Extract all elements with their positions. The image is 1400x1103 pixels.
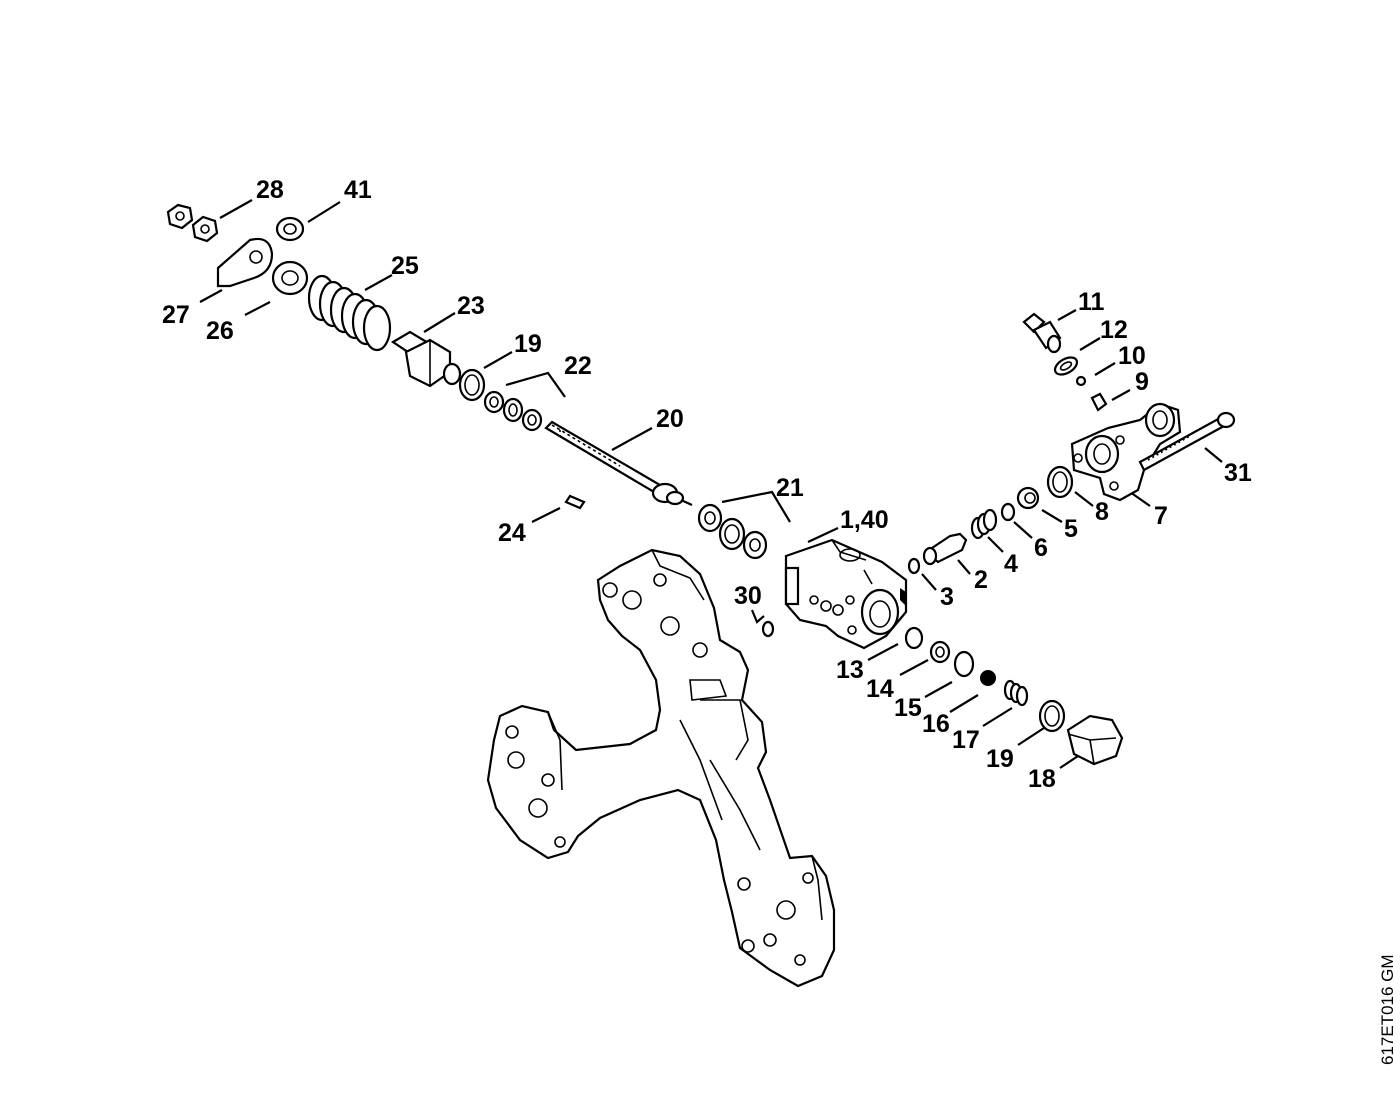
adjusting-screw-part-23 — [390, 330, 462, 388]
callout-23: 23 — [457, 292, 485, 320]
callout-3: 3 — [940, 583, 954, 611]
spring-part-25 — [307, 274, 392, 352]
callout-10: 10 — [1118, 342, 1146, 370]
callout-20: 20 — [656, 405, 684, 433]
callout-4: 4 — [1004, 550, 1018, 578]
o-ring-part-8 — [1046, 465, 1074, 499]
o-ring-part-3 — [907, 557, 921, 575]
spring-part-17 — [1003, 679, 1029, 707]
pin-part-24 — [564, 494, 586, 510]
callout-13: 13 — [836, 656, 864, 684]
washer-part-14 — [929, 640, 951, 664]
callout-21: 21 — [776, 474, 804, 502]
screw-plug-part-18 — [1066, 714, 1124, 766]
callout-2: 2 — [974, 566, 988, 594]
o-ring-part-19-upper — [458, 368, 486, 402]
callout-7: 7 — [1154, 502, 1168, 530]
callout-12: 12 — [1100, 316, 1128, 344]
leader-lines — [199, 199, 1223, 769]
o-ring-part-30 — [761, 620, 775, 638]
callout-17: 17 — [952, 726, 980, 754]
spring-part-4 — [970, 508, 998, 540]
callout-1-40: 1,40 — [840, 506, 889, 534]
plate-part-27 — [216, 237, 274, 288]
callout-14: 14 — [866, 675, 894, 703]
ball-part-16 — [980, 670, 996, 686]
piston-part-2 — [922, 532, 968, 566]
callout-27: 27 — [162, 301, 190, 329]
bolt-part-31 — [1138, 411, 1236, 472]
bracket-frame — [486, 548, 836, 988]
callout-19-lower: 19 — [986, 745, 1014, 773]
callout-24: 24 — [498, 519, 526, 547]
snap-ring-part-15 — [953, 650, 975, 678]
callout-9: 9 — [1135, 368, 1149, 396]
valve-part-5 — [1016, 486, 1040, 510]
nipple-part-11 — [1022, 312, 1062, 354]
o-ring-part-6 — [1000, 502, 1016, 522]
plug-part-9 — [1090, 392, 1108, 412]
callout-16: 16 — [922, 710, 950, 738]
callout-18: 18 — [1028, 765, 1056, 793]
housing-part-7 — [1070, 402, 1182, 502]
callout-30: 30 — [734, 582, 762, 610]
valve-body-part-1-40 — [784, 538, 908, 650]
callout-8: 8 — [1095, 498, 1109, 526]
callout-6: 6 — [1034, 534, 1048, 562]
drawing-code: 617ET016 GM — [1378, 954, 1397, 1065]
rod-part-20 — [544, 420, 693, 507]
callout-41: 41 — [344, 176, 372, 204]
washer-part-41 — [275, 216, 305, 242]
callout-11: 11 — [1078, 288, 1105, 316]
callout-22: 22 — [564, 352, 592, 380]
o-ring-part-19-lower — [1038, 699, 1066, 733]
callout-26: 26 — [206, 317, 234, 345]
callout-15: 15 — [894, 694, 922, 722]
ball-part-10 — [1075, 375, 1087, 387]
callout-labels: 28 41 25 27 26 23 19 22 20 21 24 1,40 30… — [162, 176, 1252, 793]
washers-part-21 — [697, 503, 768, 560]
callout-5: 5 — [1064, 515, 1078, 543]
callout-25: 25 — [391, 252, 419, 280]
callout-19-upper: 19 — [514, 330, 542, 358]
spring-seat-part-26 — [271, 260, 309, 296]
o-ring-part-13 — [904, 626, 924, 650]
callout-28: 28 — [256, 176, 284, 204]
nut-part-28 — [166, 203, 219, 243]
washer-part-12 — [1053, 356, 1079, 376]
callout-31: 31 — [1224, 459, 1252, 487]
washers-part-22 — [483, 390, 543, 432]
